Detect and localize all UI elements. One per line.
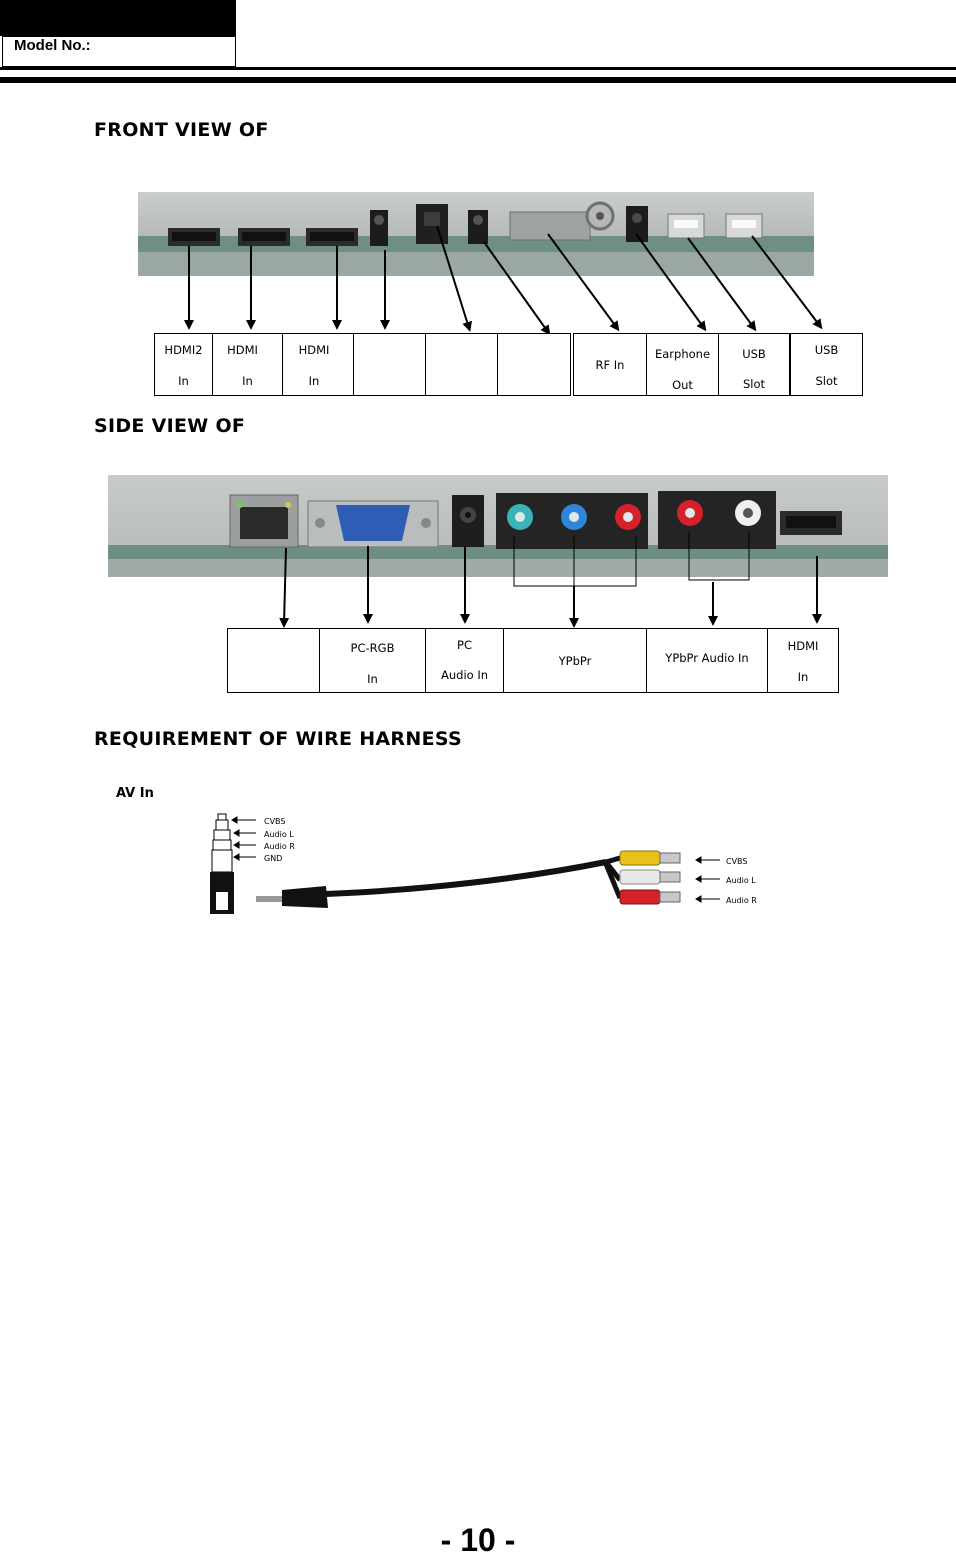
model-number-box bbox=[2, 36, 236, 67]
side-callout-arrows bbox=[279, 532, 822, 628]
front-callout-arrows bbox=[184, 225, 823, 336]
plug-pin-label: Audio R bbox=[264, 842, 295, 851]
header-black-bar bbox=[0, 0, 236, 36]
rca-label: Audio L bbox=[726, 876, 756, 885]
front-label-blank bbox=[497, 333, 571, 396]
side-label-ypbpr: YPbPr bbox=[503, 628, 647, 693]
page-number: - 10 - bbox=[440, 1522, 516, 1558]
side-view-title: SIDE VIEW OF bbox=[94, 415, 246, 437]
plug-pin-label: CVBS bbox=[264, 817, 285, 826]
wire-harness-title: REQUIREMENT OF WIRE HARNESS bbox=[94, 728, 462, 750]
plug-illustration bbox=[210, 813, 234, 914]
rca-label: CVBS bbox=[726, 857, 747, 866]
side-label-ypbpr-audio-in: YPbPr Audio In bbox=[646, 628, 768, 693]
front-label-blank bbox=[353, 333, 426, 396]
av-in-title: AV In bbox=[116, 786, 154, 801]
plug-pin-label: GND bbox=[264, 854, 282, 863]
front-label-rf-in: RF In bbox=[573, 333, 647, 396]
header-rule-thin bbox=[0, 67, 956, 70]
rca-label: Audio R bbox=[726, 896, 757, 905]
front-view-title: FRONT VIEW OF bbox=[94, 119, 269, 141]
side-board-photo bbox=[108, 475, 888, 577]
front-board-photo bbox=[138, 192, 814, 276]
model-number-label: Model No.: bbox=[14, 37, 91, 54]
plug-pin-label: Audio L bbox=[264, 830, 294, 839]
av-cable-diagram: CVBS Audio L Audio R GND CVBS Audio L Au… bbox=[210, 813, 757, 914]
header-rule-thick bbox=[0, 77, 956, 83]
side-label-blank bbox=[227, 628, 320, 693]
